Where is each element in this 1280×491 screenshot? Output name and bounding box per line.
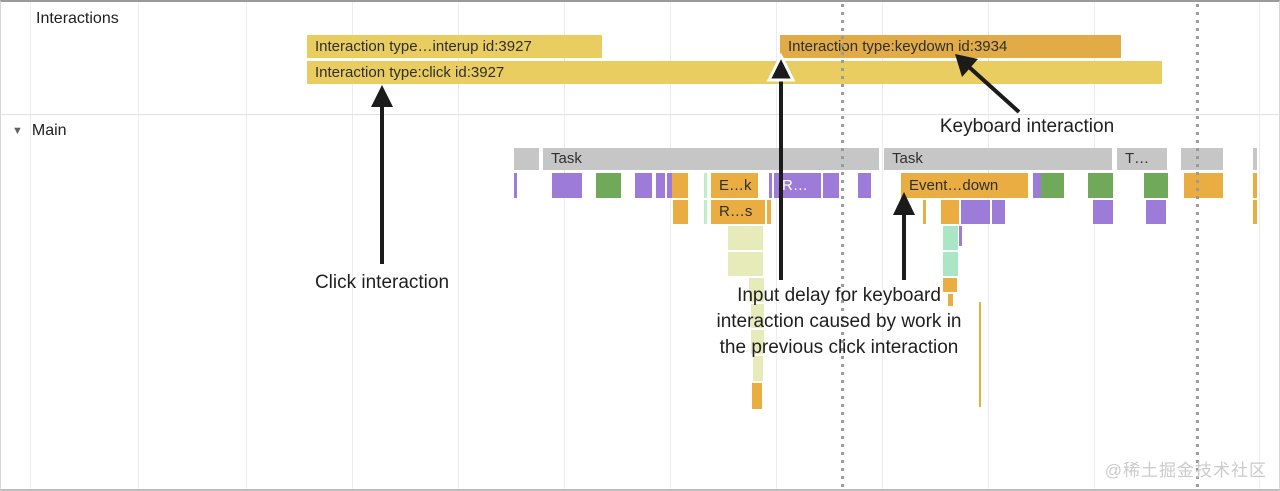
task-bar[interactable]: T…: [1117, 148, 1167, 170]
flame-segment[interactable]: [948, 294, 953, 306]
flame-segment[interactable]: [1033, 173, 1041, 198]
flame-segment-label: R…s: [719, 203, 753, 220]
flame-segment[interactable]: [1253, 173, 1257, 198]
click-arrow-head: [371, 85, 393, 107]
flame-segment[interactable]: [1088, 173, 1113, 198]
interaction-bar-keydown-label: Interaction type:keydown id:3934: [788, 38, 1008, 55]
task-bar[interactable]: [1253, 148, 1257, 170]
gridline: [246, 2, 247, 489]
flame-segment[interactable]: [552, 173, 582, 198]
flame-segment[interactable]: [767, 200, 771, 224]
input-delay-annotation: Input delay for keyboard interaction cau…: [679, 283, 999, 361]
flame-segment[interactable]: [943, 278, 957, 292]
interaction-bar-click-label: Interaction type:click id:3927: [315, 64, 505, 81]
flame-segment[interactable]: [823, 173, 839, 198]
flame-segment[interactable]: R…: [774, 173, 821, 198]
interaction-bar-click[interactable]: Interaction type:click id:3927: [307, 61, 1162, 84]
flame-segment[interactable]: [704, 200, 707, 224]
flame-segment-label: Event…down: [909, 177, 999, 194]
flame-segment[interactable]: [635, 173, 652, 198]
flame-segment[interactable]: [667, 173, 672, 198]
gridline: [670, 2, 671, 489]
task-bar-label: Task: [892, 150, 923, 167]
flame-segment[interactable]: E…k: [711, 173, 758, 198]
flame-segment[interactable]: [656, 173, 665, 198]
flame-segment[interactable]: [923, 200, 926, 224]
gridline: [138, 2, 139, 489]
flame-segment[interactable]: [979, 302, 981, 407]
flame-segment[interactable]: [1144, 173, 1168, 198]
flame-segment[interactable]: [1253, 200, 1257, 224]
flame-segment[interactable]: [769, 173, 772, 198]
flame-segment[interactable]: [941, 200, 959, 224]
flame-segment-label: R…: [782, 177, 808, 194]
flame-segment[interactable]: Event…down: [901, 173, 1028, 198]
interaction-bar-pointerup[interactable]: Interaction type…interup id:3927: [307, 35, 602, 58]
flame-segment[interactable]: [1093, 200, 1113, 224]
interactions-track-label: Interactions: [36, 10, 119, 27]
flame-segment[interactable]: [728, 252, 763, 276]
flame-segment[interactable]: [858, 173, 871, 198]
gridline: [988, 2, 989, 489]
flame-segment[interactable]: [943, 226, 958, 250]
flame-segment-label: E…k: [719, 177, 752, 194]
task-bar-label: T…: [1125, 150, 1150, 167]
flame-segment[interactable]: R…s: [711, 200, 765, 224]
flame-segment[interactable]: [749, 278, 764, 302]
flame-segment[interactable]: [751, 330, 764, 354]
interaction-bar-pointerup-label: Interaction type…interup id:3927: [315, 38, 532, 55]
main-track-label: Main: [31, 122, 67, 139]
gridline: [882, 2, 883, 489]
task-bar[interactable]: Task: [543, 148, 879, 170]
flame-segment[interactable]: [961, 200, 990, 224]
task-bar[interactable]: [1181, 148, 1223, 170]
keyboard-interaction-annotation: Keyboard interaction: [939, 116, 1115, 137]
main-track-header[interactable]: ▼ Main: [12, 122, 67, 140]
flame-segment[interactable]: [752, 383, 762, 409]
gridline: [30, 2, 31, 489]
gridline: [776, 2, 777, 489]
gridline: [352, 2, 353, 489]
flame-segment[interactable]: [1146, 200, 1166, 224]
flame-segment[interactable]: [959, 226, 962, 246]
flame-segment[interactable]: [1184, 173, 1223, 198]
track-divider: [1, 114, 1279, 115]
interaction-bar-keydown[interactable]: Interaction type:keydown id:3934: [780, 35, 1121, 58]
flame-segment[interactable]: [753, 356, 763, 381]
flame-segment[interactable]: [751, 304, 764, 328]
dotted-marker-line: [841, 4, 844, 489]
flame-segment[interactable]: [673, 200, 688, 224]
flame-segment[interactable]: [943, 252, 958, 276]
gridline: [1259, 2, 1260, 489]
flame-segment[interactable]: [672, 173, 688, 198]
input-delay-line-3: the previous click interaction: [719, 337, 959, 358]
flame-segment[interactable]: [728, 226, 763, 250]
gridline: [564, 2, 565, 489]
gridline: [1094, 2, 1095, 489]
flame-segment[interactable]: [596, 173, 621, 198]
gridline: [458, 2, 459, 489]
click-interaction-annotation: Click interaction: [314, 272, 450, 293]
input-delay-line-2: interaction caused by work in: [716, 311, 962, 332]
flame-segment[interactable]: [992, 200, 1005, 224]
flame-segment[interactable]: [704, 173, 707, 198]
flame-segment[interactable]: [514, 173, 517, 198]
input-delay-line-1: Input delay for keyboard: [737, 285, 941, 306]
watermark: @稀土掘金技术社区: [1104, 461, 1267, 480]
dotted-marker-line: [1196, 4, 1199, 489]
task-bar-label: Task: [551, 150, 582, 167]
collapse-arrow-icon[interactable]: ▼: [12, 125, 23, 137]
task-bar[interactable]: [514, 148, 539, 170]
flame-segment[interactable]: [1041, 173, 1064, 198]
task-bar[interactable]: Task: [884, 148, 1112, 170]
